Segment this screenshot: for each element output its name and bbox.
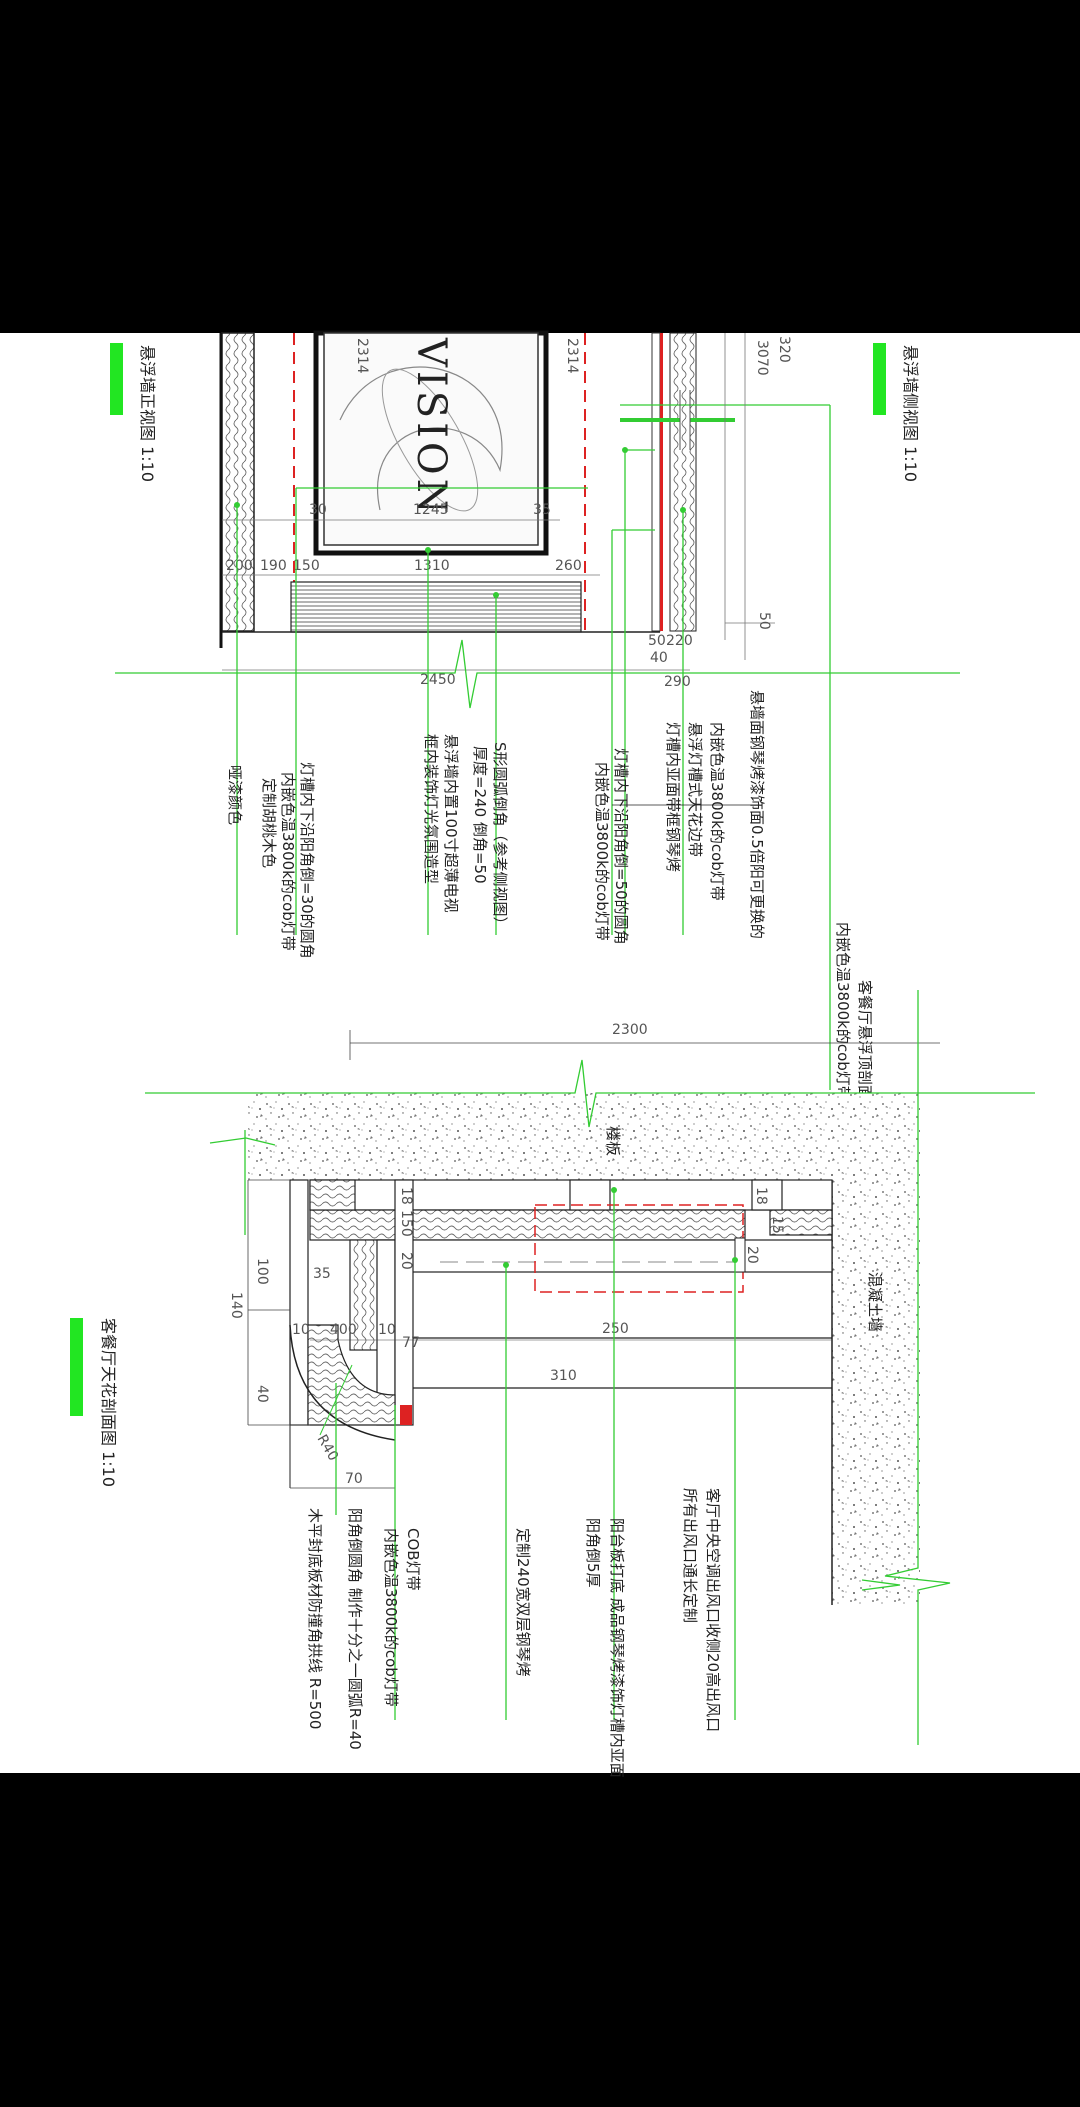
side-note-5: 内嵌色温3800k的cob灯带 [708, 722, 726, 901]
side-note-2: 内嵌色温3800k的cob灯带 [593, 762, 611, 941]
elevation-note-4: 哑漆颜色 [226, 765, 244, 825]
dim-150: 150 [398, 1210, 414, 1237]
dim-400: 400 [330, 1322, 357, 1338]
dim-320: 320 [776, 336, 792, 363]
dim-1245: 1245 [413, 502, 449, 518]
section-title-bar [70, 1318, 83, 1416]
air-vent-red-dash [534, 1204, 744, 1293]
side-view: 悬浮墙侧视图 1:10 320 3070 50 50 220 40 290 灯槽… [593, 333, 920, 945]
edge-red-cob [400, 1405, 412, 1425]
side-note-1: 灯槽内下沿阳角倒=50的圆角 [612, 748, 630, 945]
signage-text: VISION [408, 337, 454, 518]
dim-15: 15 [769, 1216, 785, 1234]
elevation-note-8: 框内装饰灯光氛围造型 [422, 734, 440, 884]
elevation-view: 悬浮墙正视图 1:10 VISION 2314 2314 30 1245 35 [110, 330, 960, 1090]
edge-outer-arc [289, 1324, 396, 1441]
dim-2300: 2300 [612, 1022, 648, 1038]
section-header-note-2: 内嵌色温3800k的cob灯带 [834, 922, 852, 1101]
dim-290: 290 [664, 674, 691, 690]
elevation-bottom-band [290, 581, 582, 633]
dim-10a: 10 [292, 1322, 310, 1338]
dim-20b: 20 [744, 1246, 760, 1264]
dim-2314-left: 2314 [354, 338, 370, 374]
side-note-6: 悬墙面钢琴烤漆饰面0.5倍阳可更换的 [748, 690, 766, 939]
dim-30: 30 [309, 502, 327, 518]
vent-slot [734, 1237, 746, 1273]
wall-concrete [832, 1093, 920, 1605]
dim-18a: 18 [398, 1187, 414, 1205]
dim-2450: 2450 [420, 672, 456, 688]
elevation-title-bar [110, 343, 123, 415]
elevation-leaders [115, 390, 960, 1090]
signage-swoosh [339, 366, 503, 511]
section-title: 客餐厅天花剖面图 1:10 [99, 1318, 118, 1487]
dim-260: 260 [555, 558, 582, 574]
section-dimensions: 2300 18 150 20 18 15 20 100 35 140 10 40… [228, 1022, 940, 1489]
dim-200: 200 [226, 558, 253, 574]
dim-150: 150 [293, 558, 320, 574]
dim-190: 190 [260, 558, 287, 574]
dim-70: 70 [345, 1471, 363, 1487]
ceiling-block-b [751, 1179, 783, 1211]
section-leaders [145, 990, 1035, 1745]
elevation-wall-wood [221, 332, 255, 632]
elevation-note-1: 灯槽内下沿阳角倒=30的圆角 [298, 762, 316, 959]
dim-50: 50 [756, 612, 772, 630]
dim-18b: 18 [753, 1187, 769, 1205]
section-note-6: 阳角倒5厚 [584, 1518, 602, 1588]
ceiling-slab-concrete [248, 1093, 920, 1180]
dim-40: 40 [650, 650, 668, 666]
edge-wood-block-top [309, 1179, 356, 1211]
dim-35: 35 [533, 502, 551, 518]
dim-50b: 50 [648, 633, 666, 649]
section-note-3: 木平封底板材防撞角拱线 R=500 [306, 1508, 324, 1729]
dim-40: 40 [254, 1385, 270, 1403]
side-note-3: 灯槽内亚面带框钢琴烤 [664, 722, 682, 872]
dim-220: 220 [666, 633, 693, 649]
signage-frame-inner [323, 332, 539, 546]
side-view-title-bar [873, 343, 886, 415]
side-view-title: 悬浮墙侧视图 1:10 [901, 345, 920, 482]
dim-1310: 1310 [414, 558, 450, 574]
edge-outer-column [289, 1179, 309, 1426]
dim-250: 250 [602, 1321, 629, 1337]
slab-label: 楼板 [604, 1126, 622, 1156]
section-note-9: 客厅中央空调出风口收侧20高出风口 [704, 1488, 722, 1732]
section-note-1: COB灯带 [404, 1528, 422, 1591]
section-note-8: 所有出风口通长定制 [681, 1488, 699, 1623]
elevation-note-3: 定制胡桃木色 [260, 778, 278, 868]
dim-2314-right: 2314 [564, 338, 580, 374]
dim-310: 310 [550, 1368, 577, 1384]
side-wall-strip [651, 332, 661, 632]
dim-77: 77 [402, 1335, 420, 1351]
ceiling-section: 客餐厅天花剖面图 1:10 客餐厅悬浮顶剖面图 内嵌色温3800k的cob灯带 … [70, 922, 1035, 1778]
side-note-4: 悬浮灯槽式天花边带 [686, 722, 704, 857]
dim-100: 100 [254, 1258, 270, 1285]
section-note-5: 定制240宽双层钢琴烤 [514, 1528, 532, 1677]
section-header-note-1: 客餐厅悬浮顶剖面图 [856, 980, 874, 1115]
ceiling-wood-end [769, 1209, 833, 1236]
dim-140: 140 [228, 1292, 244, 1319]
dim-3070: 3070 [754, 340, 770, 376]
dim-20a: 20 [398, 1252, 414, 1270]
section-note-7: 阳台板打底 成品钢琴烤漆饰灯槽内亚面 [608, 1518, 626, 1778]
dim-35: 35 [313, 1266, 331, 1282]
elevation-title: 悬浮墙正视图 1:10 [138, 345, 157, 482]
section-note-2: 内嵌色温3800k的cob灯带 [382, 1528, 400, 1707]
elevation-note-2: 内嵌色温3800k的cob灯带 [279, 772, 297, 951]
wall-label: 混凝土墙 [866, 1272, 884, 1332]
elevation-dimensions: 2314 2314 30 1245 35 200 190 150 1310 26… [222, 338, 690, 688]
dim-10b: 10 [378, 1322, 396, 1338]
ceiling-wood-layer [309, 1209, 746, 1241]
elevation-note-5: S形圆弧倒角（参考侧视图） [491, 742, 509, 932]
section-note-4: 阳角倒圆角 制作十分之一圆弧R=40 [346, 1508, 364, 1750]
elevation-note-6: 厚度=240 倒角=50 [471, 746, 489, 884]
signage-ring [381, 368, 479, 512]
side-red-edge [660, 333, 663, 631]
elevation-note-7: 悬浮墙内置100寸超薄电视 [442, 734, 460, 913]
